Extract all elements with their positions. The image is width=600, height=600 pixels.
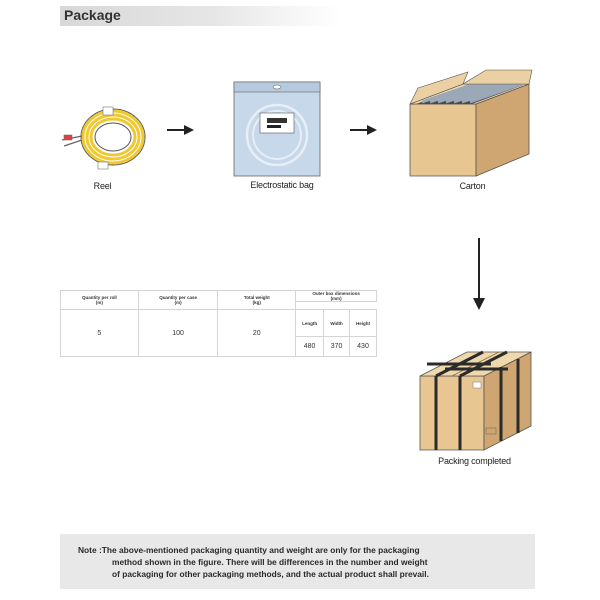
cell-qty-case: 100 (137, 309, 219, 357)
col-header-qty-case: Quantity per case (m) (137, 290, 219, 310)
section-header: Package (60, 6, 340, 26)
electrostatic-bag-illustration (233, 81, 321, 177)
cell-qty-roll: 5 (60, 309, 139, 357)
carton-caption: Carton (459, 181, 486, 191)
col-header-dims: Outer box dimensions (mm) (295, 290, 377, 302)
col-header-dims-unit: (mm) (330, 296, 342, 301)
arrow-right-icon (350, 125, 377, 135)
col-header-weight-unit: (kg) (252, 300, 261, 305)
arrow-down-icon (473, 238, 485, 310)
col-header-qty-case-unit: (m) (174, 300, 182, 305)
packaging-spec-table: Quantity per roll (m) Quantity per case … (60, 290, 377, 357)
note-line-2: method shown in the figure. There will b… (112, 557, 428, 567)
col-header-qty-roll-unit: (m) (95, 300, 103, 305)
col-header-weight-label: Total weight (243, 295, 270, 300)
packed-carton-illustration (419, 350, 532, 451)
cell-weight: 20 (217, 309, 297, 357)
reel-illustration (61, 106, 146, 170)
col-header-length: Length (295, 309, 325, 337)
completed-caption: Packing completed (438, 456, 511, 466)
note-line-3: of packaging for other packaging methods… (112, 569, 429, 579)
open-carton-illustration (409, 69, 533, 177)
col-header-dims-label: Outer box dimensions (312, 291, 360, 296)
col-header-qty-case-label: Quantity per case (159, 295, 197, 300)
note-line-1: Note :The above-mentioned packaging quan… (78, 544, 528, 556)
cell-width: 370 (323, 336, 351, 357)
section-title: Package (64, 7, 121, 23)
bag-caption: Electrostatic bag (250, 180, 314, 190)
cell-length: 480 (295, 336, 325, 357)
note-label: Note : (78, 545, 102, 555)
note-line-1-text: The above-mentioned packaging quantity a… (101, 545, 420, 555)
col-header-height: Height (349, 309, 377, 337)
reel-caption: Reel (93, 181, 112, 191)
note-text: Note :The above-mentioned packaging quan… (78, 544, 528, 580)
col-header-qty-roll: Quantity per roll (m) (60, 290, 139, 310)
col-header-qty-roll-label: Quantity per roll (81, 295, 117, 300)
note-box: Note :The above-mentioned packaging quan… (60, 534, 535, 589)
arrow-right-icon (167, 125, 194, 135)
cell-height: 430 (349, 336, 377, 357)
col-header-width: Width (323, 309, 351, 337)
col-header-weight: Total weight (kg) (217, 290, 297, 310)
